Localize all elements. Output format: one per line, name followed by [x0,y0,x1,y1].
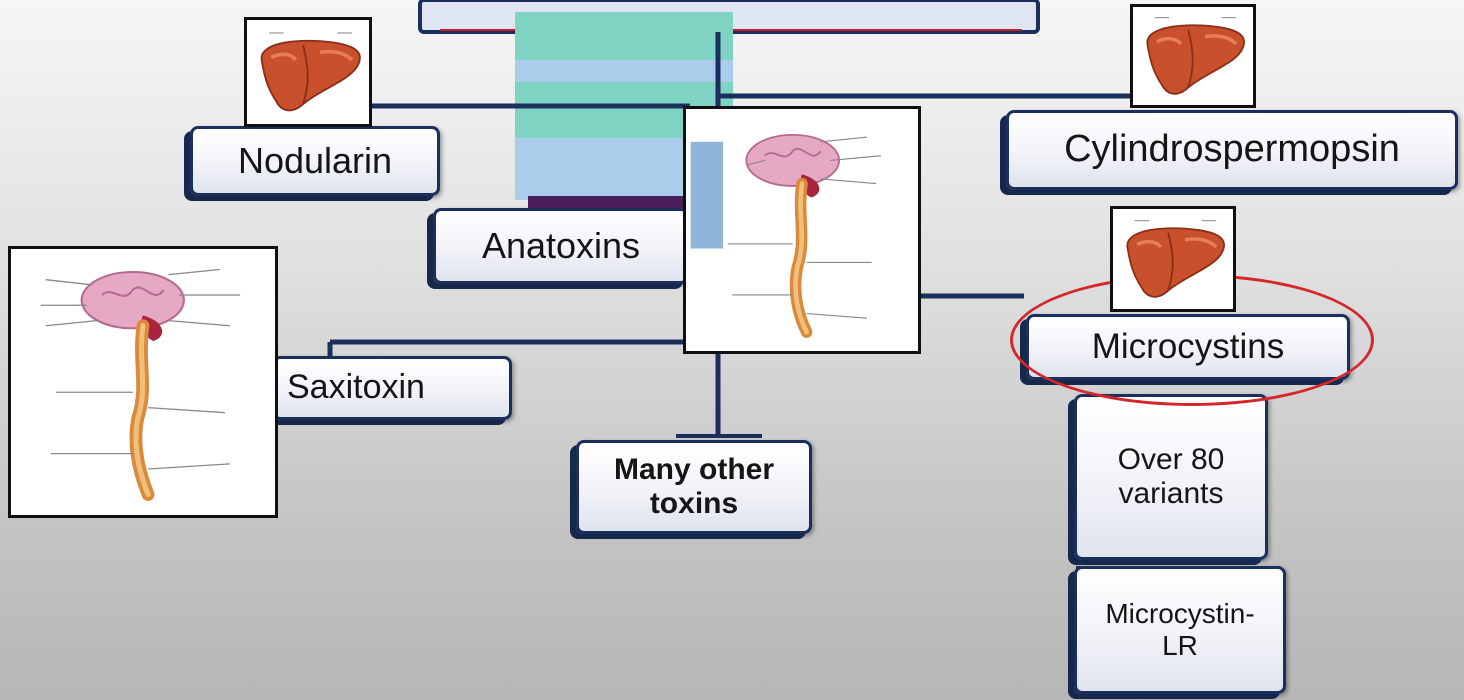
node-over-80-variants: Over 80 variants [1074,394,1268,560]
node-nodularin: Nodularin [190,126,440,196]
liver-icon [244,17,372,127]
node-anatoxins-label: Anatoxins [482,225,640,266]
nervous-system-icon [8,246,278,518]
liver-icon-graphic [1133,7,1253,105]
node-microcystins: Microcystins [1026,314,1350,380]
node-cylindrospermopsin: Cylindrospermopsin [1006,110,1458,190]
liver-icon-graphic [1113,209,1233,309]
node-microcystins-label: Microcystins [1092,327,1285,367]
node-cylindrospermopsin-label: Cylindrospermopsin [1064,128,1400,172]
band-teal-1 [515,12,733,60]
nervous-system-icon-graphic [686,109,918,351]
node-over-80-variants-line-1: Over 80 [1118,443,1225,478]
nervous-system-icon [683,106,921,354]
band-blue-1 [515,60,733,82]
node-many-other-toxins-line-1: Many other [614,453,774,488]
node-microcystin-lr: Microcystin- LR [1074,566,1286,694]
node-many-other-toxins: Many other toxins [576,440,812,534]
nervous-system-icon-graphic [11,249,275,515]
node-saxitoxin: Saxitoxin [272,356,512,420]
node-microcystin-lr-line-2: LR [1162,630,1198,662]
node-anatoxins: Anatoxins [433,208,689,284]
node-nodularin-label: Nodularin [238,140,392,181]
node-over-80-variants-line-2: variants [1118,477,1223,512]
liver-icon [1110,206,1236,312]
liver-icon [1130,4,1256,108]
node-microcystin-lr-line-1: Microcystin- [1105,598,1254,630]
node-saxitoxin-label: Saxitoxin [287,368,425,407]
node-many-other-toxins-line-2: toxins [650,487,738,522]
liver-icon-graphic [247,20,369,124]
